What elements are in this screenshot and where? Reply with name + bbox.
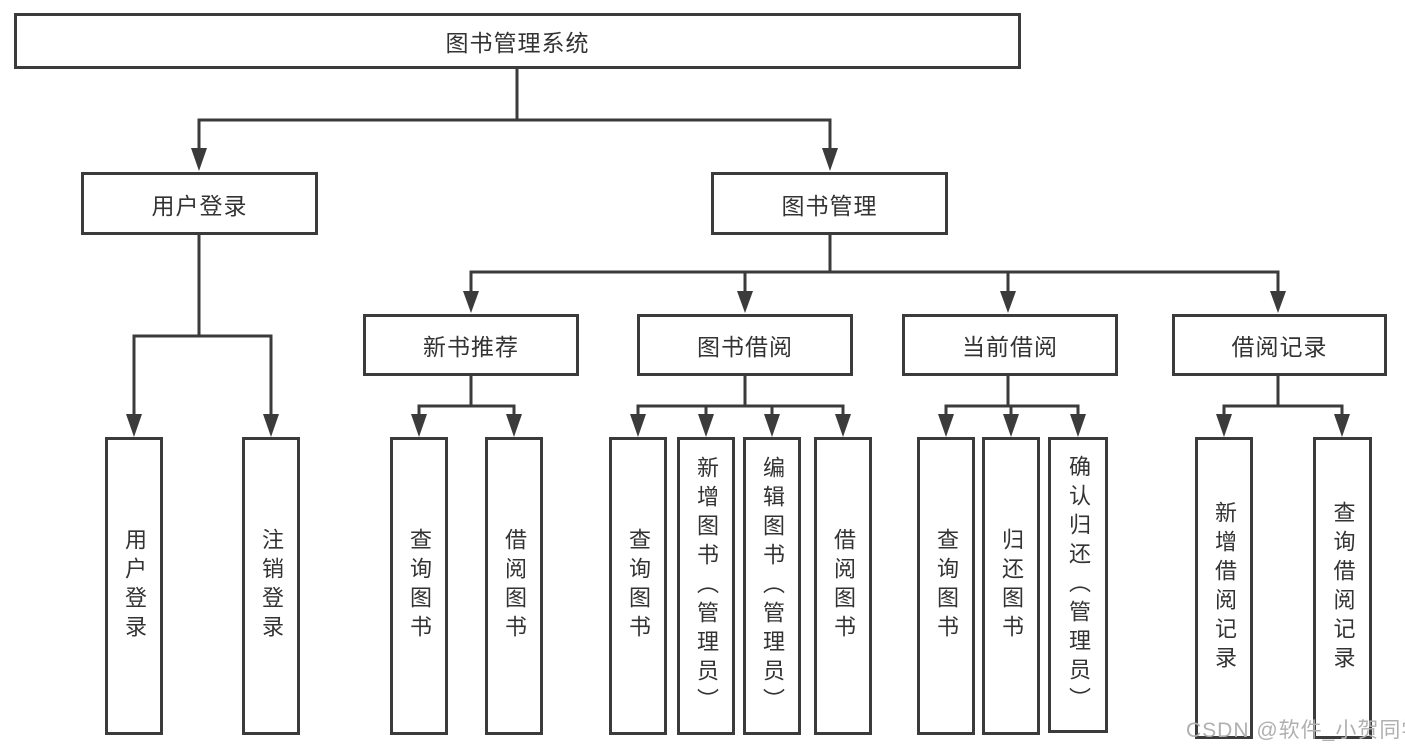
- node-label: 查询借阅记录: [1330, 501, 1356, 675]
- node-label: 用户登录: [151, 192, 248, 219]
- node-label: 新增图书（管理员）: [694, 455, 719, 717]
- leaf-confirm-return-admin: 确认归还（管理员）: [1048, 437, 1108, 733]
- node-label: 归还图书: [999, 528, 1024, 644]
- node-user-login-branch: 用户登录: [81, 172, 318, 235]
- csdn-watermark: CSDN @软件_小贺同学: [1186, 719, 1405, 742]
- node-label: 新书推荐: [423, 334, 519, 360]
- node-label: 新增借阅记录: [1212, 501, 1237, 675]
- node-label: 查询图书: [934, 528, 959, 644]
- node-borrow-records: 借阅记录: [1172, 314, 1387, 376]
- leaf-edit-books-admin: 编辑图书（管理员）: [743, 437, 801, 735]
- node-label: 图书管理系统: [445, 30, 590, 56]
- node-label: 用户登录: [122, 528, 147, 644]
- leaf-query-books-current: 查询图书: [917, 437, 975, 735]
- node-label: 查询图书: [407, 528, 432, 644]
- node-label: 借阅记录: [1231, 334, 1328, 360]
- node-current-borrow: 当前借阅: [902, 314, 1118, 376]
- node-label: 当前借阅: [962, 334, 1058, 360]
- leaf-add-borrow-record: 新增借阅记录: [1195, 437, 1253, 739]
- node-label: 借阅图书: [502, 528, 527, 644]
- leaf-query-books-recommend: 查询图书: [390, 437, 448, 735]
- node-book-borrow: 图书借阅: [637, 314, 853, 376]
- leaf-add-books-admin: 新增图书（管理员）: [677, 437, 735, 735]
- leaf-query-borrow-record: 查询借阅记录: [1313, 437, 1372, 739]
- leaf-user-login: 用户登录: [105, 437, 163, 735]
- node-label: 图书借阅: [697, 334, 793, 360]
- leaf-query-books-borrow: 查询图书: [609, 437, 667, 735]
- node-book-management-branch: 图书管理: [711, 172, 948, 235]
- node-label: 图书管理: [781, 192, 878, 219]
- leaf-borrow-books: 借阅图书: [814, 437, 872, 735]
- node-root-library-system: 图书管理系统: [14, 13, 1021, 69]
- node-new-book-recommend: 新书推荐: [363, 314, 579, 376]
- node-label: 查询图书: [626, 528, 651, 644]
- node-label: 借阅图书: [831, 528, 856, 644]
- leaf-logout: 注销登录: [242, 437, 300, 735]
- node-label: 编辑图书（管理员）: [760, 455, 785, 717]
- leaf-borrow-books-recommend: 借阅图书: [485, 437, 543, 735]
- leaf-return-books: 归还图书: [982, 437, 1040, 735]
- node-label: 注销登录: [259, 528, 284, 644]
- node-label: 确认归还（管理员）: [1066, 454, 1091, 716]
